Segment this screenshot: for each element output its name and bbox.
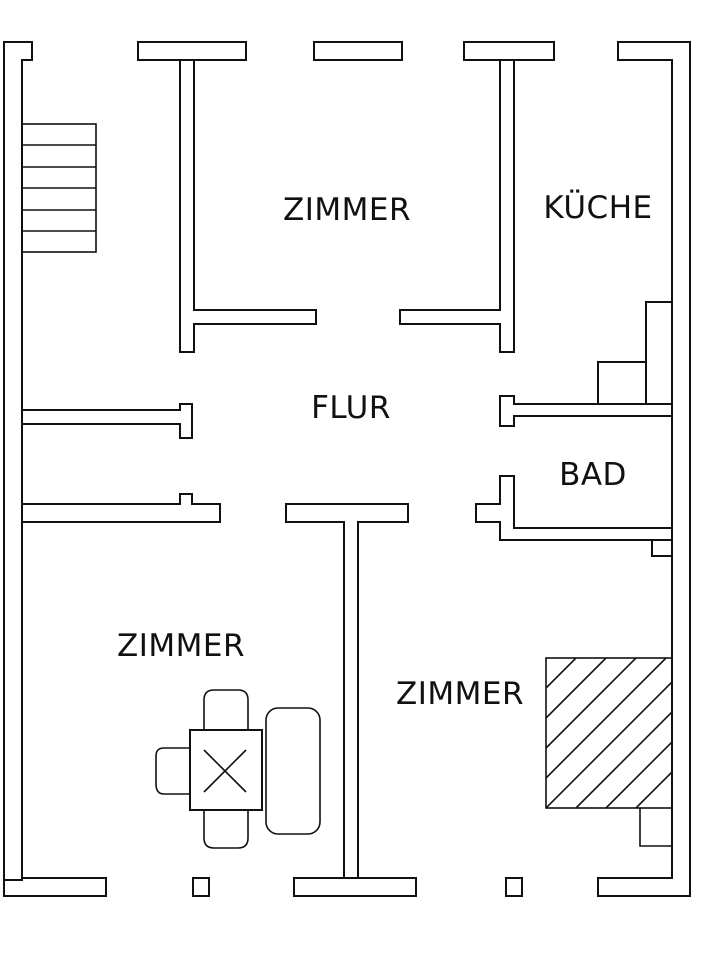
wall-top-3 [463, 41, 555, 61]
wall-top-1 [137, 41, 247, 61]
chair-left [155, 747, 190, 795]
table-cross-2 [203, 749, 247, 793]
label-kueche: KÜCHE [543, 189, 652, 226]
wall-zimmer-top-right [399, 59, 515, 353]
label-zimmer-top: ZIMMER [283, 192, 411, 228]
interior-walls [21, 59, 673, 879]
stove-hatching [546, 658, 672, 808]
wall-top-2 [313, 41, 403, 61]
label-zimmer-bottom-left: ZIMMER [117, 628, 245, 664]
bench-right [265, 707, 321, 835]
stove-outline [545, 657, 673, 809]
room-labels: ZIMMER KÜCHE FLUR BAD ZIMMER ZIMMER [117, 189, 652, 712]
stairs [21, 123, 97, 253]
wall-bad-lower [475, 475, 673, 541]
wall-right-lower-offset [500, 539, 672, 557]
chair-top [203, 689, 249, 732]
wall-bottom-pillar-1 [192, 877, 210, 897]
chair-bottom [203, 808, 249, 849]
wall-flur-left-bottom [21, 493, 221, 523]
wall-bad-top [499, 395, 673, 427]
hatched-stove [545, 657, 673, 847]
wall-stair-landing [21, 403, 193, 439]
wall-bottom-mid [293, 877, 417, 897]
label-zimmer-bottom-right: ZIMMER [396, 676, 524, 712]
wall-right-outer [597, 41, 691, 897]
wall-bottom-left [3, 877, 107, 897]
table-with-chairs [155, 689, 321, 849]
wall-zimmer-divider [285, 503, 409, 879]
label-bad: BAD [559, 457, 627, 493]
label-flur: FLUR [311, 390, 391, 426]
wall-bottom-pillar-2 [505, 877, 523, 897]
wall-kueche-inner [645, 60, 673, 404]
outer-walls [3, 41, 691, 897]
stove-base [639, 808, 672, 847]
kueche-chimney [597, 361, 646, 404]
wall-zimmer-top-left [179, 59, 317, 353]
